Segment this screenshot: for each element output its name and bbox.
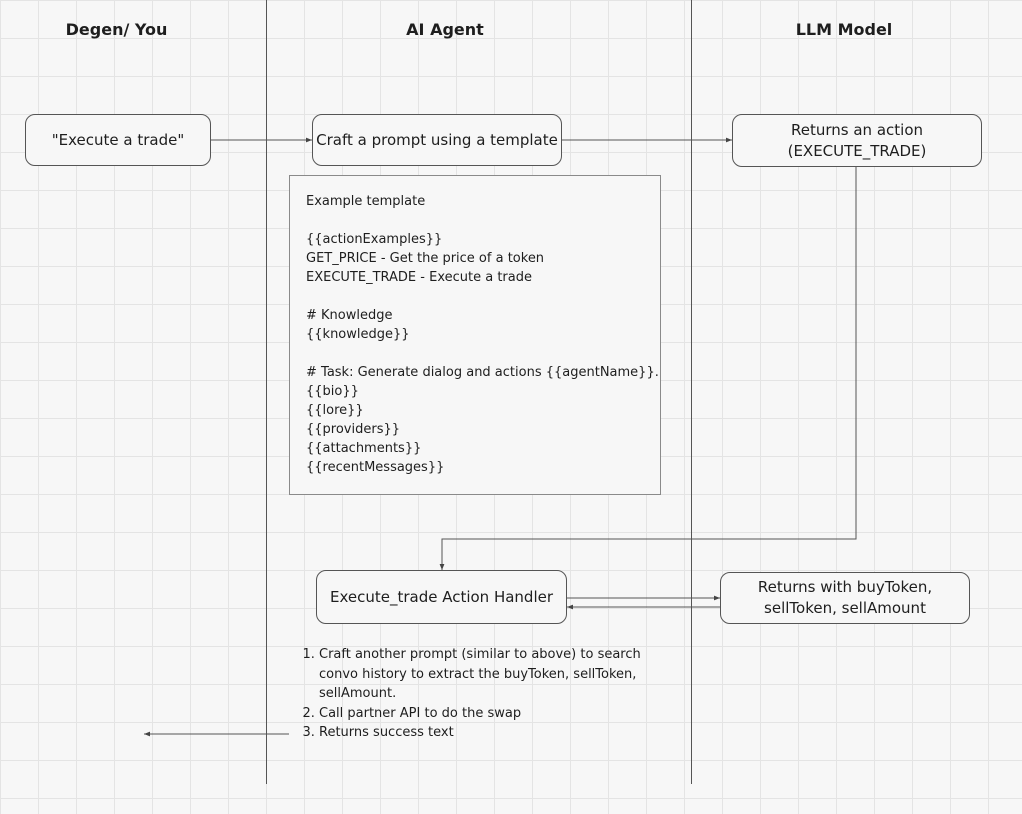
handler-step: Call partner API to do the swap xyxy=(319,704,669,724)
node-execute-request[interactable]: "Execute a trade" xyxy=(25,114,211,166)
lane-title-llm: LLM Model xyxy=(795,20,893,39)
node-returns-tokens-line2: sellToken, sellAmount xyxy=(764,599,926,617)
node-returns-tokens[interactable]: Returns with buyToken, sellToken, sellAm… xyxy=(720,572,970,624)
handler-step: Craft another prompt (similar to above) … xyxy=(319,645,669,704)
handler-steps-list: Craft another prompt (similar to above) … xyxy=(300,645,669,743)
template-line: # Knowledge xyxy=(306,308,393,323)
template-line: {{knowledge}} xyxy=(306,327,410,342)
lane-divider-left xyxy=(266,0,267,784)
node-action-handler[interactable]: Execute_trade Action Handler xyxy=(316,570,567,624)
handler-step: Returns success text xyxy=(319,723,669,743)
template-line: {{bio}} xyxy=(306,384,359,399)
arrow-llm-to-handler xyxy=(439,167,857,570)
node-action-handler-label: Execute_trade Action Handler xyxy=(329,587,554,606)
template-line: # Task: Generate dialog and actions {{ag… xyxy=(306,365,659,380)
node-execute-request-label: "Execute a trade" xyxy=(51,130,185,149)
node-returns-action[interactable]: Returns an action (EXECUTE_TRADE) xyxy=(732,114,982,167)
node-craft-prompt-label: Craft a prompt using a template xyxy=(316,130,558,149)
template-line xyxy=(306,287,660,306)
template-line: {{lore}} xyxy=(306,403,364,418)
example-template-box: Example template {{actionExamples}} GET_… xyxy=(289,175,661,495)
template-line: {{recentMessages}} xyxy=(306,460,445,475)
lane-divider-right xyxy=(691,0,692,784)
template-line: {{attachments}} xyxy=(306,441,422,456)
node-craft-prompt[interactable]: Craft a prompt using a template xyxy=(312,114,562,166)
template-line: GET_PRICE - Get the price of a token xyxy=(306,251,545,266)
template-line: EXECUTE_TRADE - Execute a trade xyxy=(306,270,532,285)
node-returns-action-line1: Returns an action xyxy=(791,120,923,139)
node-returns-tokens-line1: Returns with buyToken, xyxy=(757,578,933,596)
node-returns-action-line2: (EXECUTE_TRADE) xyxy=(787,141,927,160)
lane-title-agent: AI Agent xyxy=(406,20,484,39)
template-line: Example template xyxy=(306,194,426,209)
template-line: {{actionExamples}} xyxy=(306,232,443,247)
template-line: {{providers}} xyxy=(306,422,401,437)
template-line xyxy=(306,344,660,363)
template-line xyxy=(306,211,660,230)
lane-title-user: Degen/ You xyxy=(65,20,168,39)
